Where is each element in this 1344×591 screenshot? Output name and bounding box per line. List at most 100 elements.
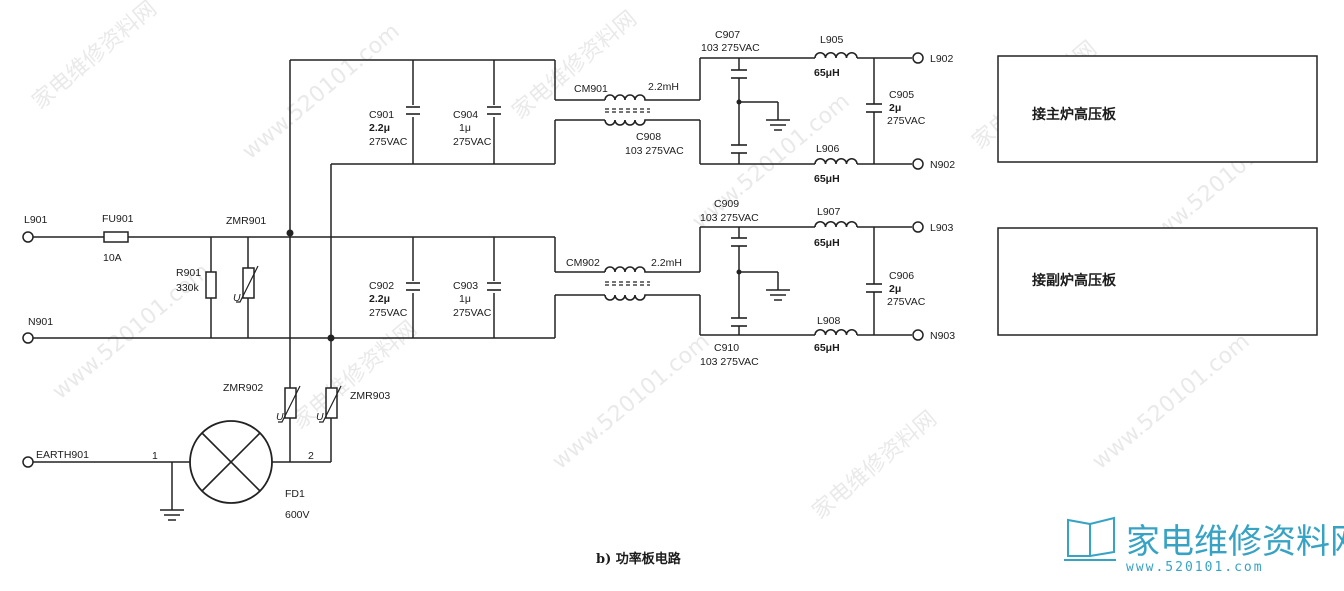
capacitor-rating: 275VAC: [887, 115, 926, 127]
input-wiring: [33, 59, 605, 510]
watermark-url: www.520101.com: [548, 329, 715, 475]
terminal-label: N903: [930, 330, 955, 342]
inductor-value: 65μH: [814, 173, 840, 185]
inductor-l908: L908 65μH: [814, 315, 858, 354]
varistor-ref: ZMR903: [350, 390, 390, 402]
capacitor-value: 2μ: [889, 283, 901, 295]
watermark-text: 家电维修资料网: [808, 406, 942, 524]
capacitor-value: 2.2μ: [369, 293, 390, 305]
inductor-ref: L908: [817, 315, 841, 327]
varistor-symbol: U: [276, 411, 284, 423]
varistor-zmr903: ZMR903 U: [316, 385, 390, 423]
watermark-url: www.520101.com: [1088, 329, 1255, 475]
inductor-value: 65μH: [814, 67, 840, 79]
board-sub-label: 接副炉高压板: [1032, 272, 1117, 289]
varistor-zmr901: ZMR901 U: [226, 215, 266, 304]
fuse-ref: FU901: [102, 213, 134, 225]
capacitor-ref: C903: [453, 280, 478, 292]
terminal-label: L901: [24, 214, 48, 226]
junction-dots: [286, 99, 742, 342]
terminal-earth901: EARTH901: [22, 449, 89, 468]
inductor-l907: L907 65μH: [814, 206, 858, 249]
watermark-text: 家电维修资料网: [288, 316, 422, 434]
fuse-fu901: FU901 10A: [102, 213, 134, 264]
capacitor-c907: C907 103 275VAC: [701, 29, 760, 79]
capacitor-value: 2.2μ: [369, 122, 390, 134]
varistor-symbol: U: [233, 292, 241, 304]
ground-icon: [160, 509, 184, 521]
capacitor-value: 103 275VAC: [701, 42, 760, 54]
capacitor-rating: 275VAC: [369, 307, 408, 319]
capacitor-rating: 275VAC: [887, 296, 926, 308]
terminal-n903: N903: [912, 329, 955, 342]
capacitor-c906: C906 2μ 275VAC: [866, 270, 926, 308]
capacitor-ref: C902: [369, 280, 394, 292]
gas-tube-value: 600V: [285, 509, 310, 521]
terminal-n902: N902: [912, 158, 955, 171]
resistor-ref: R901: [176, 267, 201, 279]
capacitor-c908: C908 103 275VAC: [625, 131, 747, 157]
choke-ref: CM901: [574, 83, 608, 95]
varistor-ref: ZMR902: [223, 382, 263, 394]
capacitor-value: 103 275VAC: [700, 212, 759, 224]
varistor-symbol: U: [316, 411, 324, 423]
capacitor-value: 2μ: [889, 102, 901, 114]
capacitor-ref: C901: [369, 109, 394, 121]
capacitor-c902: C902 2.2μ 275VAC: [369, 280, 420, 319]
ground-icon: [766, 289, 790, 301]
gas-tube-pin: 1: [152, 450, 158, 462]
board-main-label: 接主炉高压板: [1032, 106, 1117, 123]
capacitor-ref: C908: [636, 131, 661, 143]
gas-tube-fd1: 1 2 FD1 600V: [152, 420, 314, 521]
capacitor-value: 103 275VAC: [700, 356, 759, 368]
capacitor-value: 1μ: [459, 293, 471, 305]
capacitor-rating: 275VAC: [369, 136, 408, 148]
logo-text: 家电维修资料网: [1126, 522, 1344, 562]
logo-url: www.520101.com: [1126, 560, 1264, 575]
choke-cm902: CM902 2.2mH: [566, 257, 682, 301]
terminal-label: N901: [28, 316, 53, 328]
inductor-ref: L906: [816, 143, 840, 155]
resistor-r901: R901 330k: [176, 267, 217, 299]
capacitor-value: 1μ: [459, 122, 471, 134]
fuse-value: 10A: [103, 252, 122, 264]
inductor-value: 65μH: [814, 342, 840, 354]
capacitor-c910: C910 103 275VAC: [700, 317, 759, 368]
inductor-l905: L905 65μH: [814, 34, 858, 79]
board-sub: 接副炉高压板: [997, 227, 1318, 336]
inductor-l906: L906 65μH: [814, 143, 858, 185]
book-icon: [1064, 516, 1116, 561]
choke-ref: CM902: [566, 257, 600, 269]
figure-caption: b) 功率板电路: [596, 551, 682, 567]
capacitor-rating: 275VAC: [453, 307, 492, 319]
gas-tube-ref: FD1: [285, 488, 305, 500]
capacitor-c903: C903 1μ 275VAC: [453, 280, 501, 319]
capacitor-value: 103 275VAC: [625, 145, 684, 157]
watermark-text: 家电维修资料网: [28, 0, 162, 115]
gas-tube-pin: 2: [308, 450, 314, 462]
capacitor-c904: C904 1μ 275VAC: [453, 105, 501, 148]
terminal-label: N902: [930, 159, 955, 171]
capacitor-c909: C909 103 275VAC: [700, 198, 759, 247]
resistor-value: 330k: [176, 282, 200, 294]
capacitor-ref: C904: [453, 109, 478, 121]
inductor-value: 65μH: [814, 237, 840, 249]
capacitor-ref: C906: [889, 270, 914, 282]
watermark-text: 家电维修资料网: [508, 6, 642, 124]
terminal-label: EARTH901: [36, 449, 89, 461]
capacitor-c901: C901 2.2μ 275VAC: [369, 105, 420, 148]
capacitor-c905: C905 2μ 275VAC: [866, 89, 926, 127]
watermark-url: www.520101.com: [48, 259, 215, 405]
terminal-l903: L903: [912, 221, 954, 234]
inductor-ref: L905: [820, 34, 844, 46]
varistor-zmr902: ZMR902 U: [223, 382, 301, 423]
capacitor-rating: 275VAC: [453, 136, 492, 148]
choke-value: 2.2mH: [648, 81, 679, 93]
choke-value: 2.2mH: [651, 257, 682, 269]
output-wiring-lower: [650, 226, 912, 336]
ground-icon: [766, 119, 790, 131]
varistor-ref: ZMR901: [226, 215, 266, 227]
choke-cm901: CM901 2.2mH: [574, 81, 679, 126]
terminal-n901: N901: [22, 316, 53, 344]
